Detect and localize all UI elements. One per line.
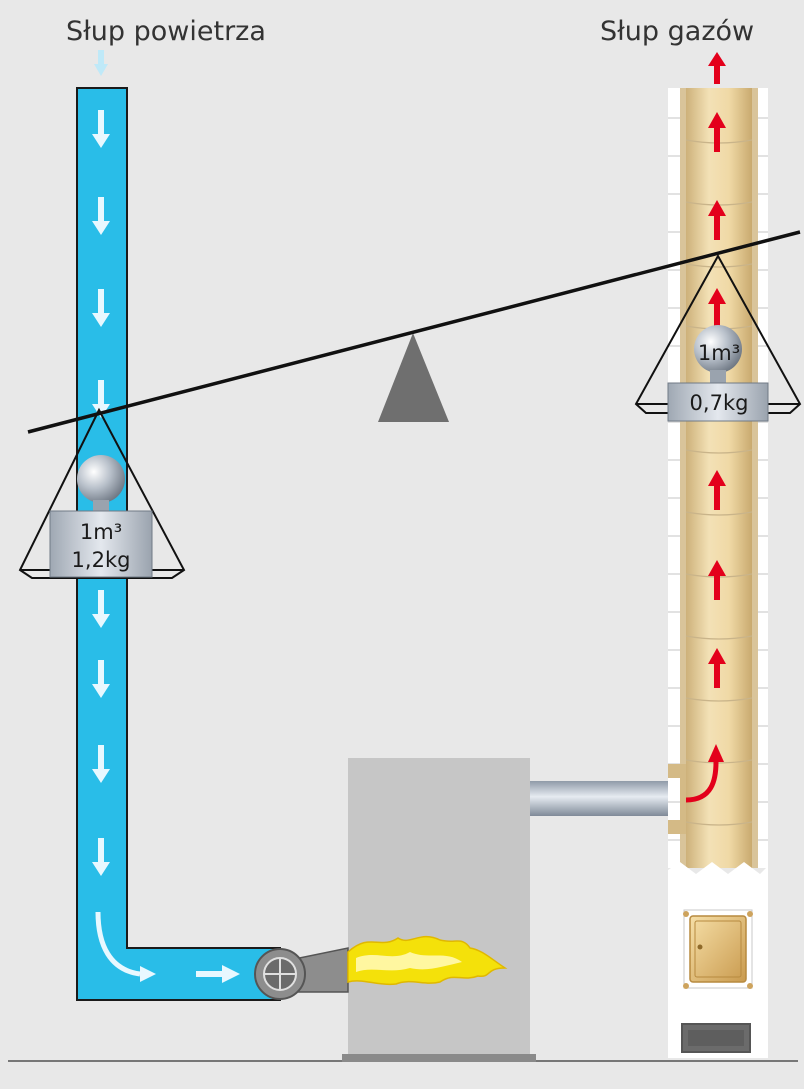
right-weight-pan: 1m³ 0,7kg	[634, 253, 802, 422]
curved-arrow-icon	[95, 911, 141, 977]
balance-scale: 1m³ 1,2kg 1m³ 0,7kg	[18, 230, 802, 579]
gas-column-label: Słup gazów	[600, 16, 754, 47]
up-arrow-icon	[708, 470, 726, 510]
down-arrow-icon	[92, 289, 110, 327]
up-arrow-icon	[708, 560, 726, 600]
flue-pipe	[530, 781, 680, 816]
weight-block	[49, 510, 153, 578]
right-arrow-icon	[196, 965, 240, 983]
flue-inlet	[668, 764, 686, 834]
down-arrow-icon	[92, 110, 110, 148]
down-arrow-icon	[92, 838, 110, 876]
up-arrow-icon	[708, 288, 726, 328]
down-arrow-icon	[94, 50, 108, 76]
balance-beam	[27, 230, 801, 434]
up-arrow-icon	[708, 112, 726, 152]
up-arrow-icon	[708, 52, 726, 84]
air-column-label: Słup powietrza	[66, 16, 266, 47]
gas-weight-mass: 0,7kg	[690, 391, 749, 415]
boiler	[342, 758, 536, 1062]
down-arrow-icon	[92, 660, 110, 698]
weight-knob	[694, 325, 742, 373]
up-arrow-icon	[708, 200, 726, 240]
gas-weight-volume: 1m³	[698, 341, 740, 365]
down-arrow-icon	[92, 745, 110, 783]
door-icon	[683, 909, 753, 989]
fulcrum-icon	[378, 333, 449, 422]
down-arrow-icon	[92, 197, 110, 235]
chimney	[668, 52, 768, 1058]
weight-knob	[77, 455, 125, 503]
flame-icon	[347, 935, 508, 986]
up-arrow-icon	[708, 648, 726, 688]
air-weight-volume: 1m³	[80, 520, 122, 544]
weight-block	[667, 382, 769, 422]
fan-icon	[254, 947, 349, 1000]
air-weight-mass: 1,2kg	[72, 548, 131, 572]
left-weight-pan: 1m³ 1,2kg	[18, 407, 186, 579]
down-arrow-icon	[92, 590, 110, 628]
curved-gas-arrow-icon	[685, 761, 719, 803]
down-arrow-icon	[92, 380, 110, 418]
boiler-base	[342, 1054, 536, 1062]
